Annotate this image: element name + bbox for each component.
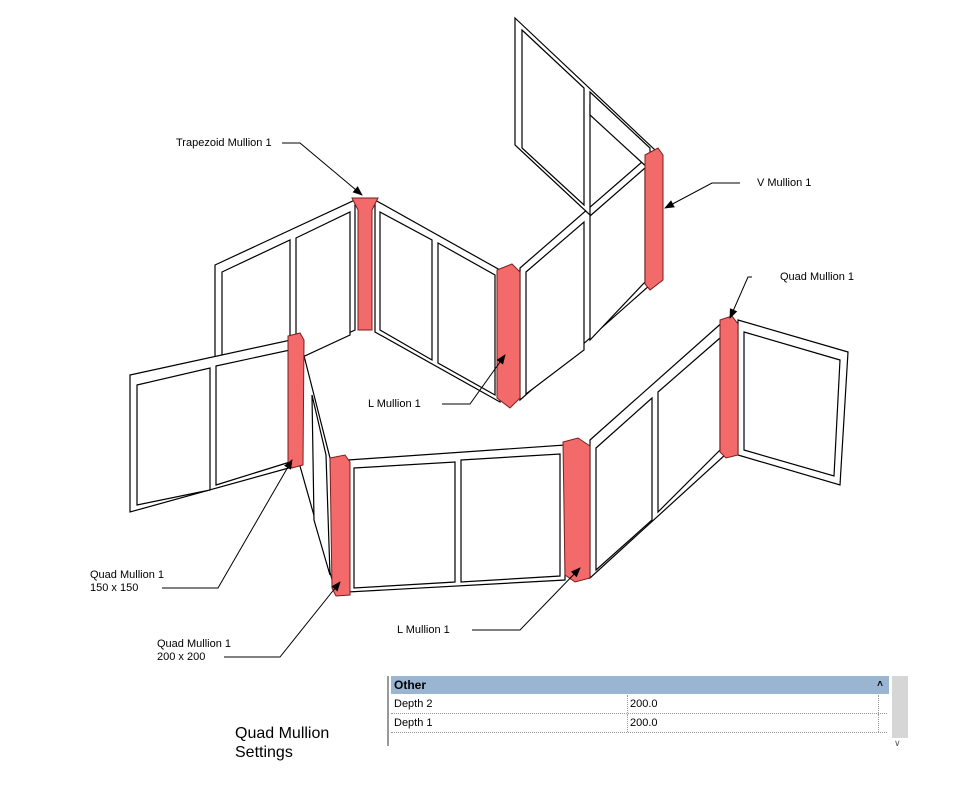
caption-line2: Settings bbox=[235, 744, 293, 761]
property-name: Depth 1 bbox=[394, 717, 433, 729]
quad-mullion-200 bbox=[329, 454, 351, 597]
l-mullion-upper bbox=[496, 263, 521, 409]
label-quad-mullion-150: Quad Mullion 1 150 x 150 bbox=[90, 569, 164, 595]
label-quad-200-name: Quad Mullion 1 bbox=[157, 638, 231, 650]
label-quad-150-size: 150 x 150 bbox=[90, 582, 139, 594]
property-group-other[interactable]: Other ˄ bbox=[391, 676, 889, 694]
property-value-input[interactable]: 200.0 bbox=[627, 695, 879, 713]
label-quad-150-name: Quad Mullion 1 bbox=[90, 569, 164, 581]
leader-lines bbox=[162, 142, 752, 658]
label-l-mullion-lower: L Mullion 1 bbox=[397, 624, 450, 636]
label-trapezoid-mullion: Trapezoid Mullion 1 bbox=[176, 137, 272, 149]
properties-panel: Other ˄ Depth 2 200.0 Depth 1 200.0 ∨ bbox=[387, 676, 921, 748]
scrollbar[interactable] bbox=[892, 676, 908, 738]
quad-mullion-top bbox=[719, 315, 739, 459]
mullions bbox=[287, 147, 739, 597]
quad-mullion-150 bbox=[287, 332, 305, 469]
property-row-depth-2: Depth 2 200.0 bbox=[391, 695, 887, 714]
label-v-mullion: V Mullion 1 bbox=[757, 177, 812, 189]
scroll-down-icon[interactable]: ∨ bbox=[894, 738, 901, 748]
collapse-chevron-icon[interactable]: ˄ bbox=[877, 679, 883, 690]
caption: Quad Mullion Settings bbox=[235, 724, 329, 762]
l-mullion-lower bbox=[562, 437, 591, 583]
label-l-mullion-upper: L Mullion 1 bbox=[368, 398, 421, 410]
trapezoid-mullion bbox=[351, 197, 379, 331]
label-quad-mullion-top: Quad Mullion 1 bbox=[780, 271, 854, 283]
property-name: Depth 2 bbox=[394, 698, 433, 710]
property-value-input[interactable]: 200.0 bbox=[627, 714, 879, 732]
group-title: Other bbox=[394, 678, 427, 692]
v-mullion bbox=[644, 147, 664, 291]
caption-line1: Quad Mullion bbox=[235, 725, 330, 742]
property-row-depth-1: Depth 1 200.0 bbox=[391, 714, 887, 733]
label-quad-mullion-200: Quad Mullion 1 200 x 200 bbox=[157, 638, 231, 664]
label-quad-200-size: 200 x 200 bbox=[157, 651, 206, 663]
curtain-wall-panels bbox=[129, 16, 849, 593]
